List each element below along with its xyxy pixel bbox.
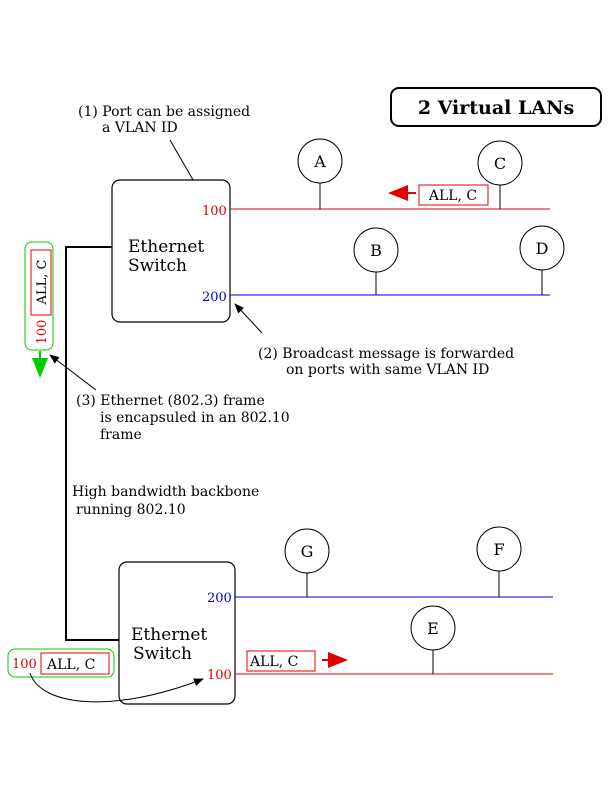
host-g — [284, 528, 330, 574]
backbone-payload-box — [30, 249, 52, 316]
encap-note-line1: (3) Ethernet (802.3) frame — [76, 393, 265, 409]
encap-note-line2: is encapsuled in an 802.10 — [100, 410, 290, 426]
top-switch-label-line1: Ethernet — [128, 237, 204, 257]
backbone-note-line2: running 802.10 — [76, 502, 186, 518]
bottom-left-payload-label: ALL, C — [46, 657, 95, 673]
host-b-label: B — [370, 241, 382, 260]
host-b — [353, 227, 399, 273]
encap-note-line3: frame — [100, 427, 142, 443]
bottom-ethernet-switch — [118, 561, 236, 705]
top-switch-port-100: 100 — [202, 204, 227, 219]
host-d — [519, 225, 565, 271]
bottom-left-payload-box — [40, 652, 110, 675]
host-c-label: C — [494, 154, 506, 173]
backbone-payload-label: ALL, C — [35, 260, 50, 306]
bottom-frame-label: ALL, C — [249, 654, 298, 670]
bottom-switch-label-line1: Ethernet — [131, 625, 207, 645]
top-frame-label: ALL, C — [428, 188, 477, 204]
host-a-label: A — [313, 152, 326, 171]
bottom-switch-label-line2: Switch — [133, 644, 192, 664]
host-e-label: E — [427, 619, 439, 638]
port-note-line1: (1) Port can be assigned — [78, 104, 250, 120]
decapsulation-arrow — [29, 672, 204, 703]
host-g-label: G — [301, 542, 314, 561]
bottom-switch-port-100: 100 — [207, 668, 232, 683]
host-f-label: F — [493, 540, 504, 559]
diagram-title: 2 Virtual LANs — [418, 97, 574, 119]
broadcast-note-line1: (2) Broadcast message is forwarded — [258, 346, 514, 362]
bottom-switch-port-200: 200 — [207, 591, 232, 606]
top-switch-label-line2: Switch — [128, 256, 187, 276]
top-switch-port-200: 200 — [202, 290, 227, 305]
broadcast-note-line2: on ports with same VLAN ID — [286, 362, 489, 378]
bottom-left-vlan-tag: 100 — [12, 657, 37, 672]
top-frame-box — [418, 184, 489, 206]
backbone-vlan-tag: 100 — [35, 320, 50, 345]
title-box — [390, 87, 602, 127]
host-a — [297, 138, 343, 184]
port-note-line2: a VLAN ID — [102, 120, 178, 136]
backbone-note-line1: High bandwidth backbone — [72, 484, 259, 500]
top-ethernet-switch — [111, 179, 231, 323]
host-e — [410, 605, 456, 651]
host-c — [477, 140, 523, 186]
host-d-label: D — [536, 239, 549, 258]
backbone-trunk — [65, 246, 119, 641]
broadcast-note-arrow — [234, 303, 263, 334]
bottom-frame-box — [246, 650, 316, 672]
encap-note-arrow — [49, 354, 97, 391]
host-f — [476, 526, 522, 572]
